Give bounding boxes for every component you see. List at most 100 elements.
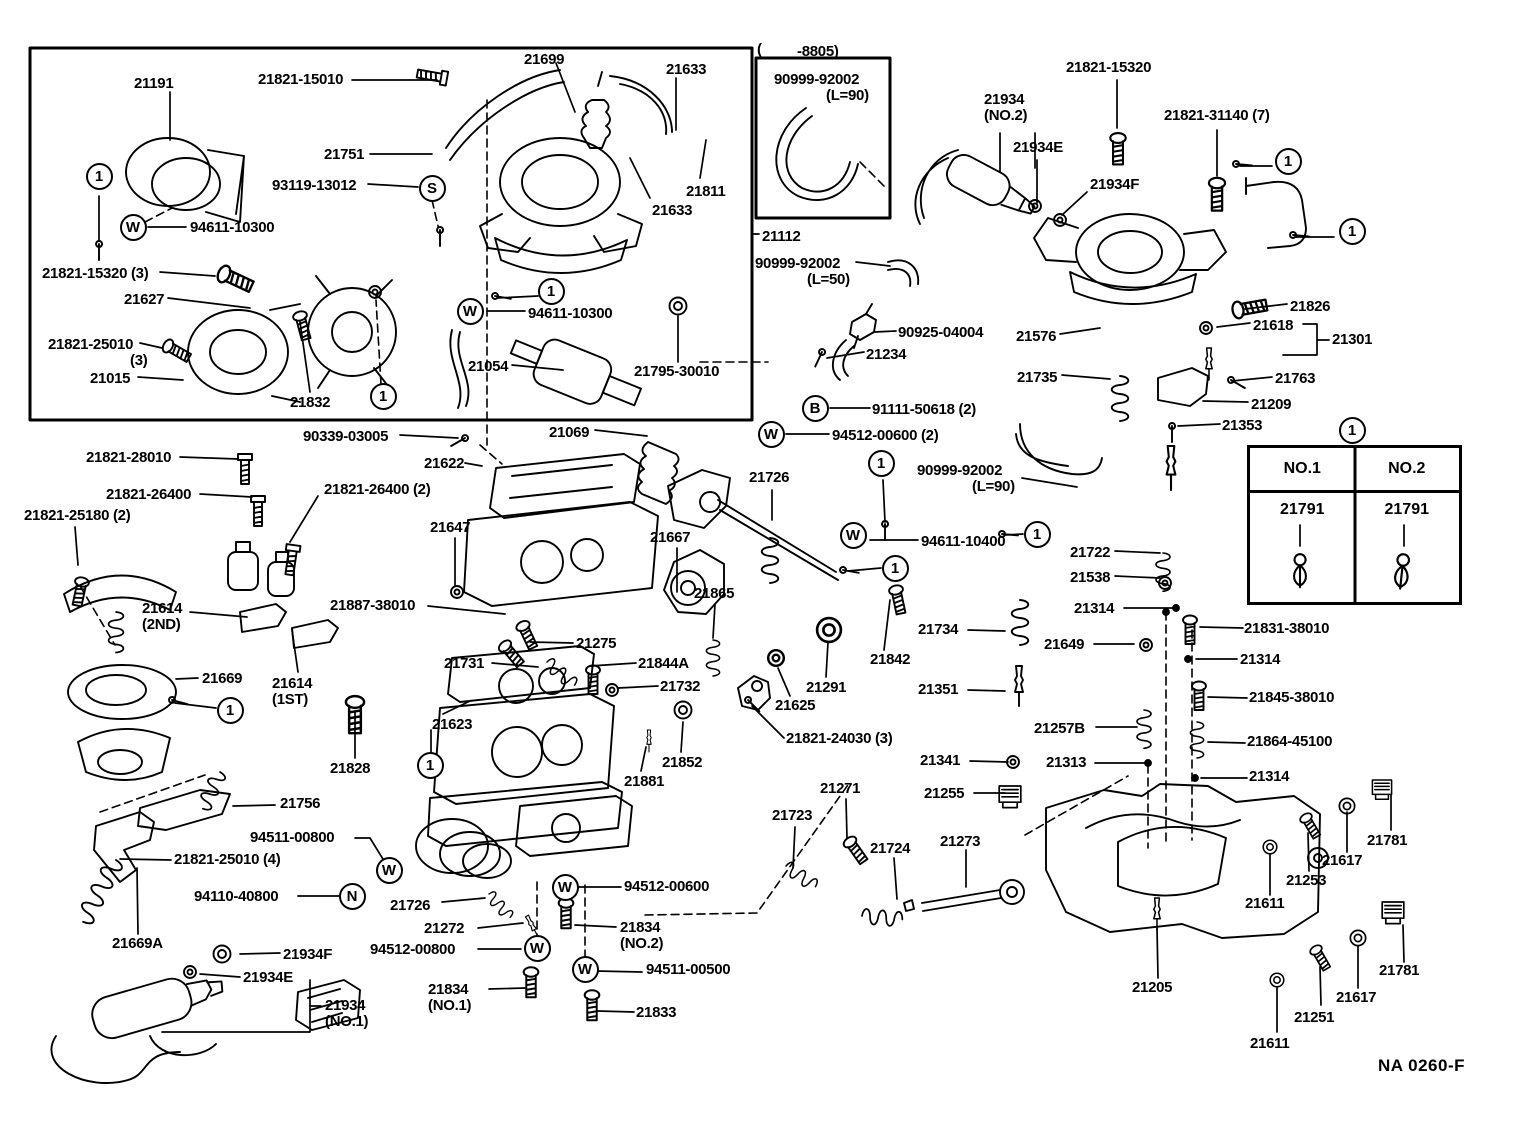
part-label: 21617 [1322,852,1363,869]
callout-W: W [839,521,867,549]
part-label: 21826 [1290,298,1331,315]
part-label: 94611-10300 [190,219,275,236]
part-label: 21273 [940,833,981,850]
part-label: 21313 [1046,754,1087,771]
part-label: 21751 [324,146,365,163]
part-label: 21842 [870,651,911,668]
part-label: 94512-00600 [624,878,710,895]
part-label: 21821-26400 (2) [324,481,431,498]
part-label: 21934(NO.1) [325,997,369,1030]
part-label: 21934E [243,969,293,986]
callout-W: W [551,873,579,901]
part-label: 21756 [280,795,321,812]
part-label: 90999-92002(L=90) [774,71,869,104]
part-label-subtext: (2ND) [142,615,181,633]
part-label: 94512-00800 [370,941,456,958]
callout-S: S [418,174,446,202]
part-label: 21633 [666,61,707,78]
part-label: 21887-38010 [330,597,416,614]
callout-W: W [523,934,551,962]
part-label-subtext: (L=50) [807,270,850,288]
part-label: 21833 [636,1004,677,1021]
part-label: 21614(1ST) [272,675,313,708]
part-label: 21821-15010 [258,71,344,88]
jet-spec-table: NO.1 NO.2 21791 21791 [1247,445,1462,605]
leader-lines [74,62,1405,1033]
part-label: 21821-25010(3) [48,336,148,369]
callout-1: 1 [881,554,909,582]
part-label: 21732 [660,678,701,695]
callout-W: W [119,213,147,241]
part-label: 21821-25180 (2) [24,507,131,524]
part-label: 21934E [1013,139,1063,156]
part-label: 21667 [650,529,691,546]
part-label: 21934F [1090,176,1140,193]
part-label: 21795-30010 [634,363,720,380]
part-label: 21625 [775,697,816,714]
part-label: 21864-45100 [1247,733,1333,750]
part-label: 21845-38010 [1249,689,1335,706]
part-label: 21314 [1249,768,1290,785]
part-label-subtext: (L=90) [972,477,1015,495]
part-label: 21353 [1222,417,1263,434]
part-label: 21723 [772,807,813,824]
callout-1: 1 [85,162,113,190]
callout-1: 1 [1023,520,1051,548]
part-label: 90925-04004 [898,324,984,341]
part-label: 21253 [1286,872,1327,889]
callout-1: 1 [1338,416,1366,444]
part-label: 21821-31140 (7) [1164,107,1270,124]
part-label: 21272 [424,920,465,937]
part-label: ( [757,41,762,58]
part-label: 21821-26400 [106,486,192,503]
part-label: 90339-03005 [303,428,389,445]
part-label-subtext: (L=90) [826,86,869,104]
part-label: 21209 [1251,396,1292,413]
part-label: 21831-38010 [1244,620,1330,637]
part-label: 21821-25010 (4) [174,851,281,868]
part-label: 21614(2ND) [142,600,183,633]
part-label: 21763 [1275,370,1316,387]
part-label: -8805) [797,43,839,60]
part-label: 21844A [638,655,689,672]
part-label: 21821-24030 (3) [786,730,893,747]
part-label: 21934(NO.2) [984,91,1028,124]
part-label: 21722 [1070,544,1111,561]
hose-inset-box [754,56,892,220]
part-label: 21623 [432,716,473,733]
part-label: 21934F [283,946,333,963]
part-label: 21828 [330,760,371,777]
part-label: 21881 [624,773,665,790]
part-label-subtext: (3) [130,351,148,369]
part-label: 93119-13012 [272,177,357,194]
callout-1: 1 [369,382,397,410]
part-label: 21633 [652,202,693,219]
callout-W: W [757,420,785,448]
part-label: 21781 [1379,962,1420,979]
part-label: 21649 [1044,636,1085,653]
part-label: 21735 [1017,369,1058,386]
callout-1: 1 [1274,147,1302,175]
part-label: 21341 [920,752,961,769]
part-label: 21191 [134,75,174,92]
part-label: 94511-00500 [646,961,731,978]
part-label: 21069 [549,424,590,441]
part-label: 21314 [1074,600,1115,617]
part-label: 21834(NO.2) [620,919,664,952]
part-label: 21275 [576,635,617,652]
part-label: 21251 [1294,1009,1335,1026]
callout-1: 1 [1338,217,1366,245]
table-header-no1: NO.1 [1250,448,1355,493]
part-sketches [50,65,1412,1084]
part-label: 94110-40800 [194,888,279,905]
table-header-no2: NO.2 [1354,448,1459,493]
part-label: 21852 [662,754,703,771]
callout-N: N [338,882,366,910]
dashed-lines [79,99,1193,959]
part-label: 21205 [1132,979,1173,996]
part-label: 21291 [806,679,847,696]
table-divider [1353,448,1356,602]
part-label: 21611 [1245,895,1285,912]
